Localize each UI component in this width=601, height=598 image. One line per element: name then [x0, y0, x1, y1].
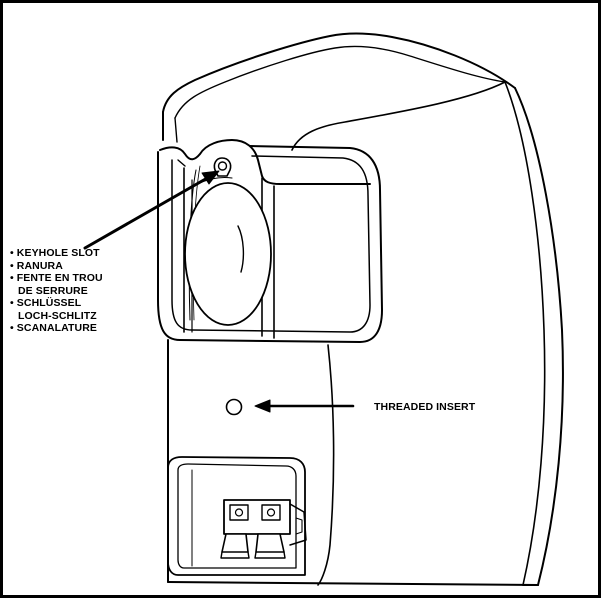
keyhole-callout-arrow — [83, 170, 220, 250]
threaded-insert-callout-label: THREADED INSERT — [374, 401, 476, 413]
callout-line: • RANURA — [10, 259, 63, 272]
callout-line: • SCHLÜSSEL — [10, 297, 82, 309]
callout-line: • SCANALATURE — [10, 322, 98, 334]
keyhole-slot-callout-label: • KEYHOLE SLOT • RANURA • FENTE EN TROU … — [10, 247, 103, 335]
speaker-cabinet — [162, 32, 564, 586]
callout-line: DE SERRURE — [18, 284, 88, 297]
callout-line: • KEYHOLE SLOT — [10, 247, 100, 259]
speaker-terminal-block — [220, 499, 307, 559]
callout-line: • FENTE EN TROU — [10, 272, 103, 284]
threaded-insert-callout-arrow — [254, 399, 355, 413]
terminal-recess — [167, 456, 306, 576]
threaded-insert-hole — [225, 398, 243, 416]
mounting-bracket — [157, 139, 383, 343]
callout-line: LOCH-SCHLITZ — [18, 309, 97, 322]
